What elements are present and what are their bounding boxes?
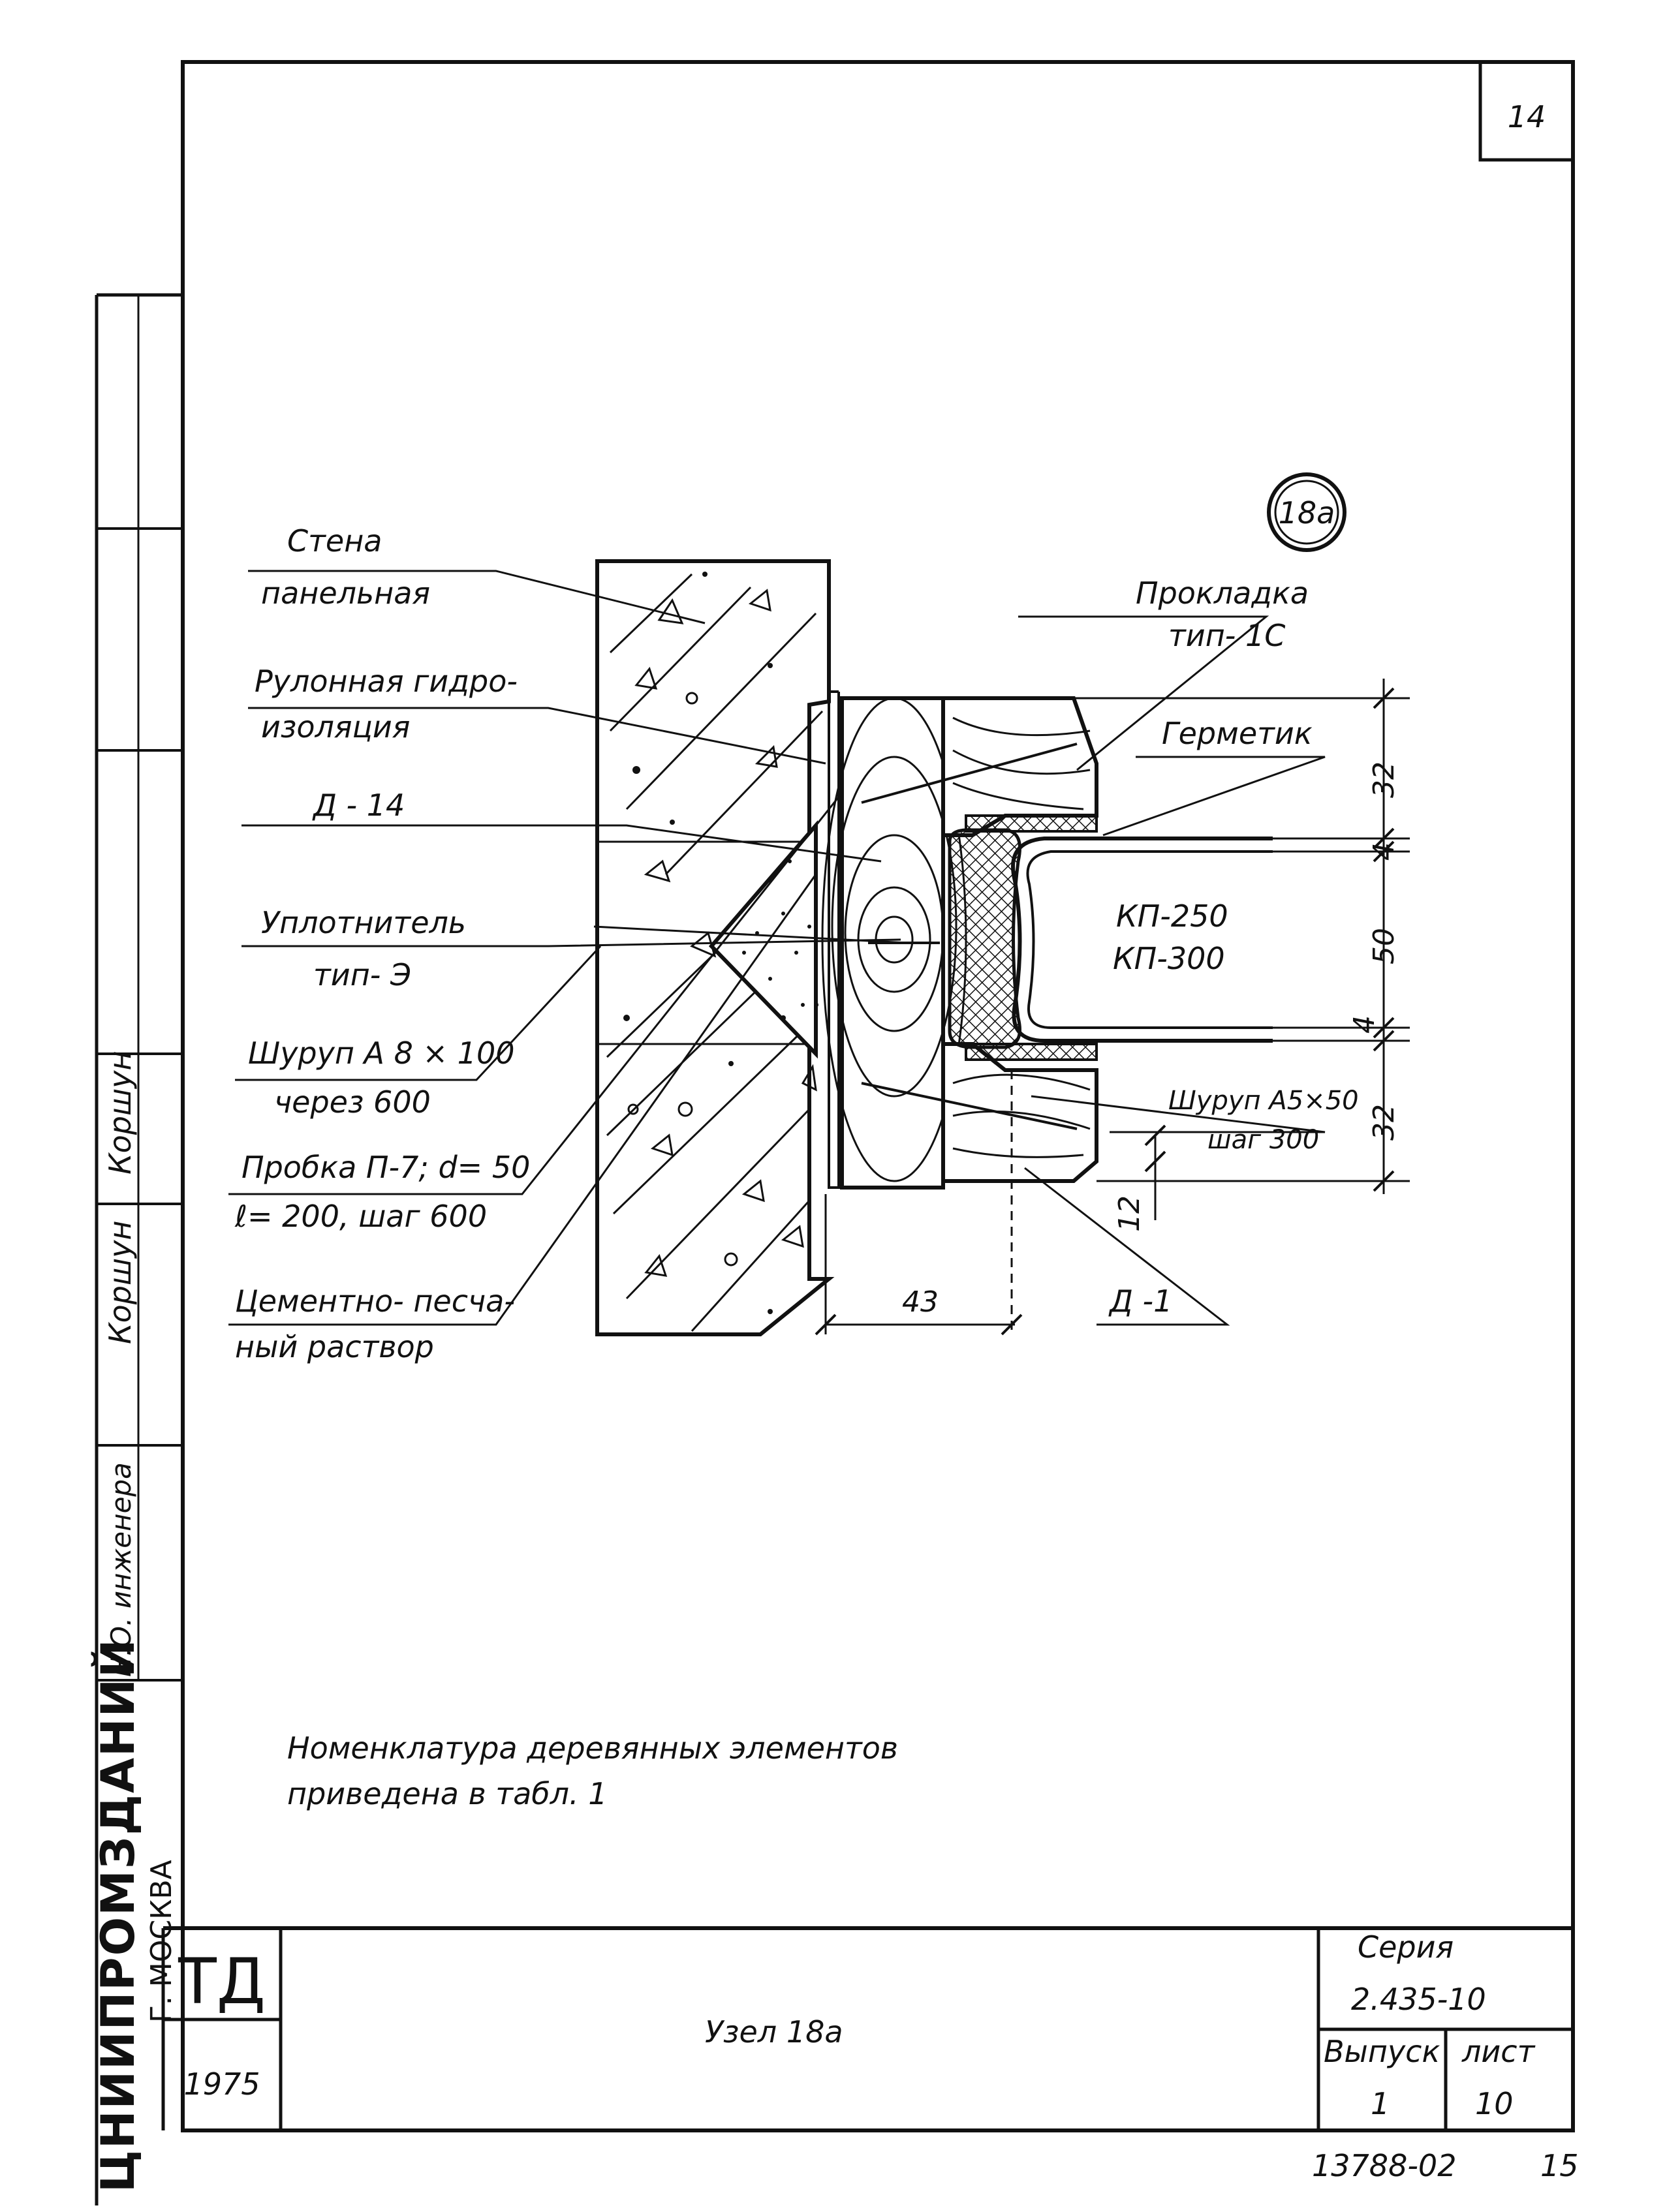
series-value: 2.435-10 bbox=[1351, 1982, 1486, 2017]
side-stamp-org: ЦНИИПРОМЗДАНИЙ bbox=[91, 1638, 145, 2192]
side-stamp-signature: Коршун bbox=[102, 1221, 138, 1344]
dim-v1: 32 bbox=[1367, 761, 1401, 798]
label-d1: Д -1 bbox=[1108, 1283, 1172, 1319]
label-sealant: Герметик bbox=[1162, 716, 1313, 751]
dim-v4: 4 bbox=[1348, 1015, 1381, 1034]
node-title: Узел 18а bbox=[705, 2014, 843, 2050]
dim-h1: 43 bbox=[902, 1285, 939, 1319]
label-hydro-1: Рулонная гидро- bbox=[255, 664, 518, 699]
screws bbox=[861, 743, 1078, 1130]
sheet-label: лист bbox=[1461, 2034, 1536, 2069]
org-logo: ТД bbox=[178, 1945, 266, 2018]
label-mortar-2: ный раствор bbox=[235, 1329, 434, 1364]
node-tag-label: 18а bbox=[1279, 495, 1335, 530]
label-gasket-2: тип- 1С bbox=[1168, 618, 1285, 653]
callout-labels: Стена панельная Рулонная гидро- изоляция… bbox=[234, 523, 1359, 1364]
order-number: 13788-02 bbox=[1312, 2148, 1456, 2183]
label-wall-1: Стена bbox=[287, 523, 382, 559]
side-stamp-name: Коршун bbox=[102, 1051, 138, 1175]
dim-v5: 32 bbox=[1367, 1104, 1401, 1141]
label-screw-left-2: через 600 bbox=[274, 1084, 431, 1120]
series-label: Серия bbox=[1358, 1929, 1454, 1965]
sheet-frame bbox=[95, 60, 1575, 2205]
leader-lines bbox=[228, 570, 1326, 1326]
label-hydro-2: изоляция bbox=[261, 709, 410, 745]
side-stamp-role: Н.О. инженера bbox=[105, 1462, 137, 1677]
label-d14: Д - 14 bbox=[312, 788, 405, 823]
label-plug-2: ℓ= 200, шаг 600 bbox=[234, 1199, 487, 1234]
note-line-1: Номенклатура деревянных элементов bbox=[287, 1730, 898, 1766]
note-line-2: приведена в табл. 1 bbox=[287, 1776, 608, 1811]
label-kp-2: КП-300 bbox=[1113, 941, 1225, 976]
label-mortar-1: Цементно- песча- bbox=[235, 1283, 515, 1319]
label-gasket-1: Прокладка bbox=[1136, 576, 1309, 611]
node-tag: 18а bbox=[1267, 472, 1346, 552]
dim-offset: 12 bbox=[1113, 1195, 1146, 1232]
footer-page-number: 15 bbox=[1540, 2148, 1579, 2183]
glass-block-kp bbox=[1011, 837, 1273, 1043]
label-screw-right-2: шаг 300 bbox=[1207, 1125, 1319, 1155]
issue-value: 1 bbox=[1371, 2086, 1390, 2121]
dimension-lines bbox=[815, 679, 1410, 1336]
label-kp-1: КП-250 bbox=[1116, 899, 1228, 934]
label-screw-right-1: Шуруп А5×50 bbox=[1168, 1086, 1359, 1116]
label-plug-1: Пробка П-7; d= 50 bbox=[241, 1150, 530, 1185]
issue-label: Выпуск bbox=[1324, 2034, 1440, 2069]
label-screw-left-1: Шуруп А 8 × 100 bbox=[248, 1036, 514, 1071]
dimension-values: 32 4 50 4 32 43 12 bbox=[902, 761, 1401, 1319]
side-stamp: ЦНИИПРОМЗДАНИЙ Г. МОСКВА Н.О. инженера К… bbox=[91, 1051, 178, 2192]
dim-v2: 4 bbox=[1367, 842, 1401, 861]
sheet-value: 10 bbox=[1475, 2086, 1514, 2121]
note: Номенклатура деревянных элементов привед… bbox=[287, 1730, 898, 1811]
mortar-wedge bbox=[708, 820, 818, 1059]
dim-v3: 50 bbox=[1367, 928, 1401, 964]
label-wall-2: панельная bbox=[261, 576, 430, 611]
title-block bbox=[161, 1926, 1573, 2130]
wood-frame-d1 bbox=[941, 696, 1098, 1183]
label-seal-1: Уплотнитель bbox=[261, 905, 466, 940]
label-seal-2: тип- Э bbox=[313, 957, 411, 992]
page-number: 14 bbox=[1508, 99, 1546, 134]
year: 1975 bbox=[183, 2066, 260, 2102]
